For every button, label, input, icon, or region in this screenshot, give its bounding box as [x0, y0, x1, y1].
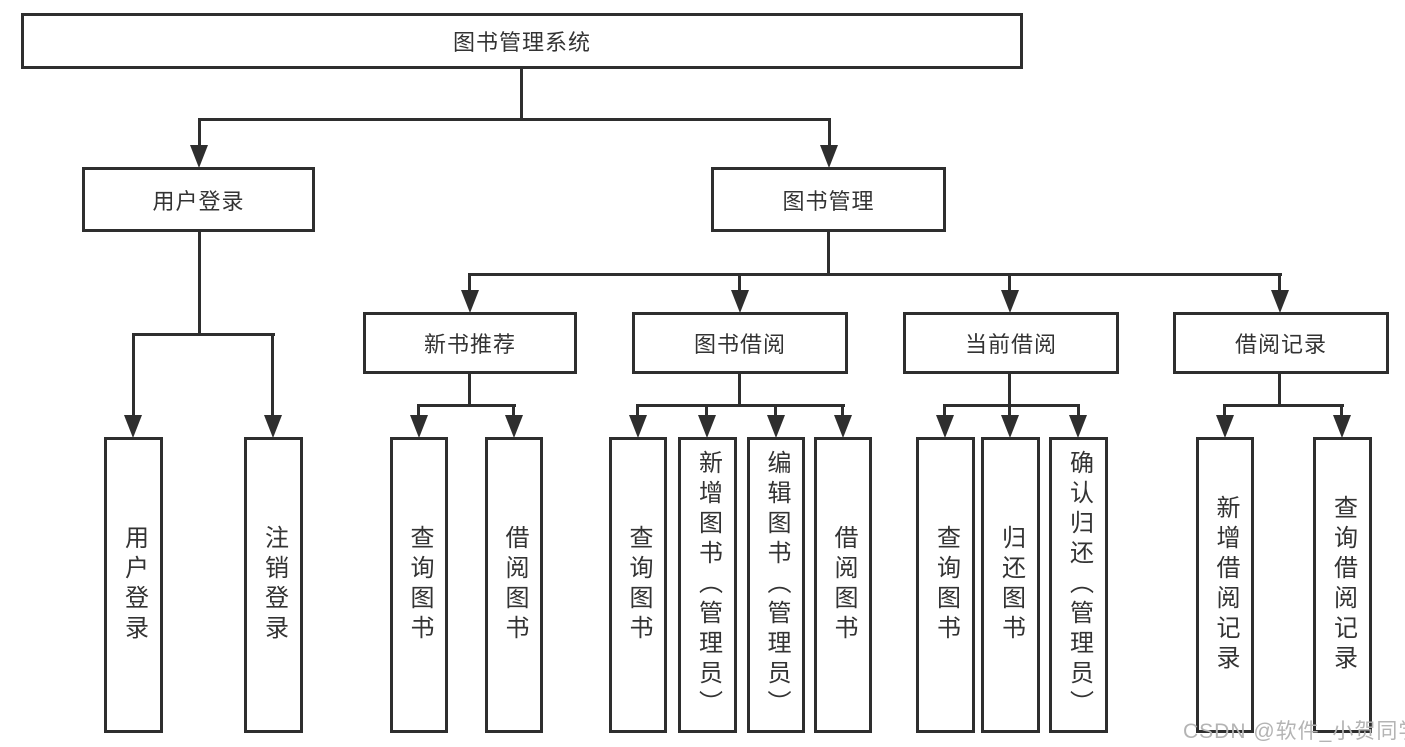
leaf-edit-book-admin: 编辑图书（管理员） — [747, 437, 805, 733]
leaf-label: 查询图书 — [932, 525, 960, 645]
node-current-borrow: 当前借阅 — [903, 312, 1119, 374]
arrow-to-leaf — [1069, 415, 1087, 438]
leaf-borrow-book: 借阅图书 — [814, 437, 872, 733]
leaf-label: 新增借阅记录 — [1212, 495, 1239, 675]
leaf-query-borrow-record: 查询借阅记录 — [1313, 437, 1372, 733]
connector-book-mgmt-drop — [828, 118, 831, 147]
node-current-borrow-label: 当前借阅 — [964, 332, 1057, 357]
arrow-to-leaf — [936, 415, 954, 438]
connector-user-login-drop — [198, 118, 201, 147]
connector-user-login-stem — [198, 232, 201, 336]
connector-leaf-drop — [943, 404, 946, 418]
arrow-to-leaf — [629, 415, 647, 438]
node-root-label: 图书管理系统 — [452, 30, 591, 55]
connector-leaf-drop — [774, 404, 777, 418]
connector-root-bar — [198, 118, 831, 121]
arrow-to-current-borrow — [1001, 290, 1019, 313]
connector-l3-drop — [738, 273, 741, 293]
node-root: 图书管理系统 — [21, 13, 1023, 69]
connector-borrow-record-bar — [1223, 404, 1344, 407]
connector-leaf-drop — [1340, 404, 1343, 418]
leaf-label: 查询借阅记录 — [1329, 495, 1357, 675]
node-book-borrow: 图书借阅 — [632, 312, 848, 374]
connector-leaf-drop — [1223, 404, 1226, 418]
connector-book-mgmt-stem — [827, 232, 830, 276]
leaf-label: 借阅图书 — [830, 525, 857, 645]
arrow-to-leaf — [834, 415, 852, 438]
arrow-to-leaf — [505, 415, 523, 438]
leaf-label: 确认归还（管理员） — [1065, 450, 1093, 720]
leaf-borrow-book-recommend: 借阅图书 — [485, 437, 543, 733]
connector-l3-drop — [468, 273, 471, 293]
node-new-book-label: 新书推荐 — [423, 332, 516, 357]
node-user-login-label: 用户登录 — [152, 188, 245, 214]
leaf-add-borrow-record: 新增借阅记录 — [1196, 437, 1254, 733]
arrow-to-leaf — [1216, 415, 1234, 438]
connector-borrow-record-stem — [1278, 374, 1281, 407]
leaf-label: 归还图书 — [997, 525, 1025, 645]
connector-leaf-drop — [1077, 404, 1080, 418]
node-new-book: 新书推荐 — [363, 312, 577, 374]
arrow-to-leaf — [767, 415, 785, 438]
leaf-label: 注销登录 — [260, 525, 288, 645]
leaf-query-book-borrow: 查询图书 — [609, 437, 667, 733]
arrow-to-leaf — [410, 415, 428, 438]
leaf-label: 新增图书（管理员） — [694, 450, 722, 720]
leaf-label: 用户登录 — [120, 525, 148, 645]
connector-current-borrow-bar — [943, 404, 1080, 407]
connector-current-borrow-stem — [1008, 374, 1011, 407]
arrow-to-book-borrow — [731, 290, 749, 313]
connector-l3-drop — [1278, 273, 1281, 293]
leaf-confirm-return-admin: 确认归还（管理员） — [1049, 437, 1108, 733]
connector-book-mgmt-bar — [468, 273, 1282, 276]
connector-book-borrow-stem — [738, 374, 741, 407]
connector-new-book-stem — [468, 374, 471, 407]
node-borrow-record-label: 借阅记录 — [1234, 332, 1327, 357]
connector-root-stem — [520, 69, 523, 121]
leaf-logout: 注销登录 — [244, 437, 303, 733]
connector-leaf-drop — [841, 404, 844, 418]
arrow-to-user-login — [190, 145, 208, 168]
watermark-text: CSDN @软件_小贺同学 — [1183, 720, 1405, 743]
connector-new-book-bar — [417, 404, 516, 407]
leaf-query-book-recommend: 查询图书 — [390, 437, 448, 733]
leaf-user-login: 用户登录 — [104, 437, 163, 733]
arrow-to-borrow-record — [1271, 290, 1289, 313]
node-borrow-record: 借阅记录 — [1173, 312, 1389, 374]
arrow-to-book-mgmt — [820, 145, 838, 168]
connector-user-login-bar — [132, 333, 275, 336]
arrow-to-leaf — [1333, 415, 1351, 438]
connector-leaf-drop — [512, 404, 515, 418]
arrow-to-leaf — [698, 415, 716, 438]
arrow-to-leaf — [124, 415, 142, 438]
connector-book-borrow-bar — [636, 404, 845, 407]
connector-l3-drop — [1008, 273, 1011, 293]
leaf-return-book: 归还图书 — [981, 437, 1040, 733]
connector-leaf-drop — [132, 333, 135, 418]
connector-leaf-drop — [271, 333, 274, 418]
node-book-mgmt-label: 图书管理 — [782, 188, 875, 214]
connector-leaf-drop — [1008, 404, 1011, 418]
node-book-borrow-label: 图书借阅 — [693, 332, 786, 357]
leaf-query-book-current: 查询图书 — [916, 437, 975, 733]
arrow-to-leaf — [264, 415, 282, 438]
node-book-mgmt: 图书管理 — [711, 167, 946, 232]
leaf-label: 借阅图书 — [501, 525, 528, 645]
node-user-login: 用户登录 — [82, 167, 315, 232]
leaf-label: 查询图书 — [625, 525, 652, 645]
leaf-label: 查询图书 — [406, 525, 433, 645]
connector-leaf-drop — [705, 404, 708, 418]
leaf-add-book-admin: 新增图书（管理员） — [678, 437, 737, 733]
arrow-to-leaf — [1001, 415, 1019, 438]
connector-leaf-drop — [417, 404, 420, 418]
arrow-to-new-book — [461, 290, 479, 313]
connector-leaf-drop — [636, 404, 639, 418]
leaf-label: 编辑图书（管理员） — [763, 450, 790, 720]
